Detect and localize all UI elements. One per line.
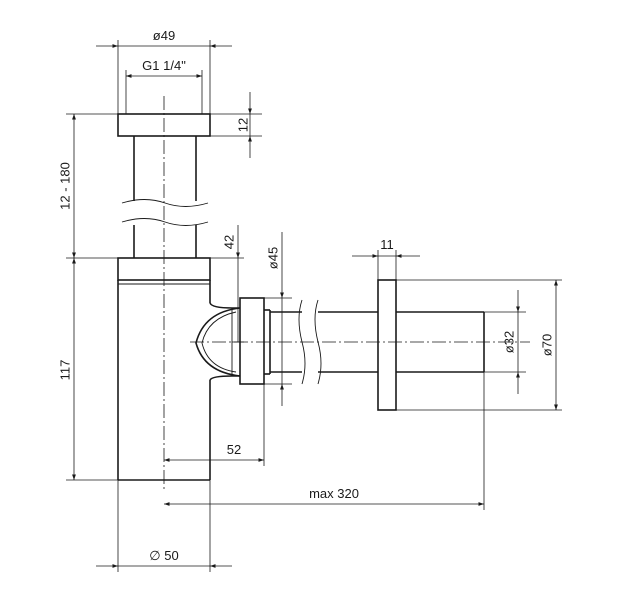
dim-diameter-70: ø70 — [396, 279, 562, 411]
dim-label-d50: ∅ 50 — [149, 548, 178, 563]
dim-diameter-49: ø49 — [96, 28, 232, 114]
dim-label-h12: 12 — [235, 118, 250, 132]
dim-label-d32: ø32 — [501, 331, 516, 353]
dim-range-12-180: 12 - 180 — [57, 113, 118, 259]
dim-label-d70: ø70 — [539, 334, 554, 356]
dim-thread: G1 1/4" — [125, 58, 203, 114]
dim-label-max320: max 320 — [309, 486, 359, 501]
dim-max-320: max 320 — [164, 372, 485, 510]
dim-label-d49: ø49 — [153, 28, 175, 43]
dim-width-11: 11 — [352, 237, 420, 280]
dim-height-42: 42 — [210, 225, 244, 343]
dim-label-thread: G1 1/4" — [142, 58, 186, 73]
dim-height-117: 117 — [57, 258, 118, 481]
dim-diameter-45: ø45 — [264, 232, 292, 406]
dim-label-h117: 117 — [57, 360, 72, 381]
dim-label-range: 12 - 180 — [57, 162, 72, 210]
dim-diameter-50: ∅ 50 — [96, 480, 232, 572]
dim-label-d45: ø45 — [265, 247, 280, 269]
dim-label-w11: 11 — [380, 237, 394, 252]
dim-label-h42: 42 — [221, 235, 236, 249]
outlet-nut — [239, 297, 271, 385]
vertical-pipe — [121, 136, 209, 258]
dim-width-52: 52 — [164, 384, 265, 466]
dim-label-w52: 52 — [227, 442, 241, 457]
dim-diameter-32: ø32 — [484, 290, 526, 394]
wall-rosette — [377, 279, 397, 411]
center-lines — [163, 96, 530, 490]
outlet-elbow — [195, 302, 241, 381]
dim-height-12: 12 — [210, 92, 262, 158]
